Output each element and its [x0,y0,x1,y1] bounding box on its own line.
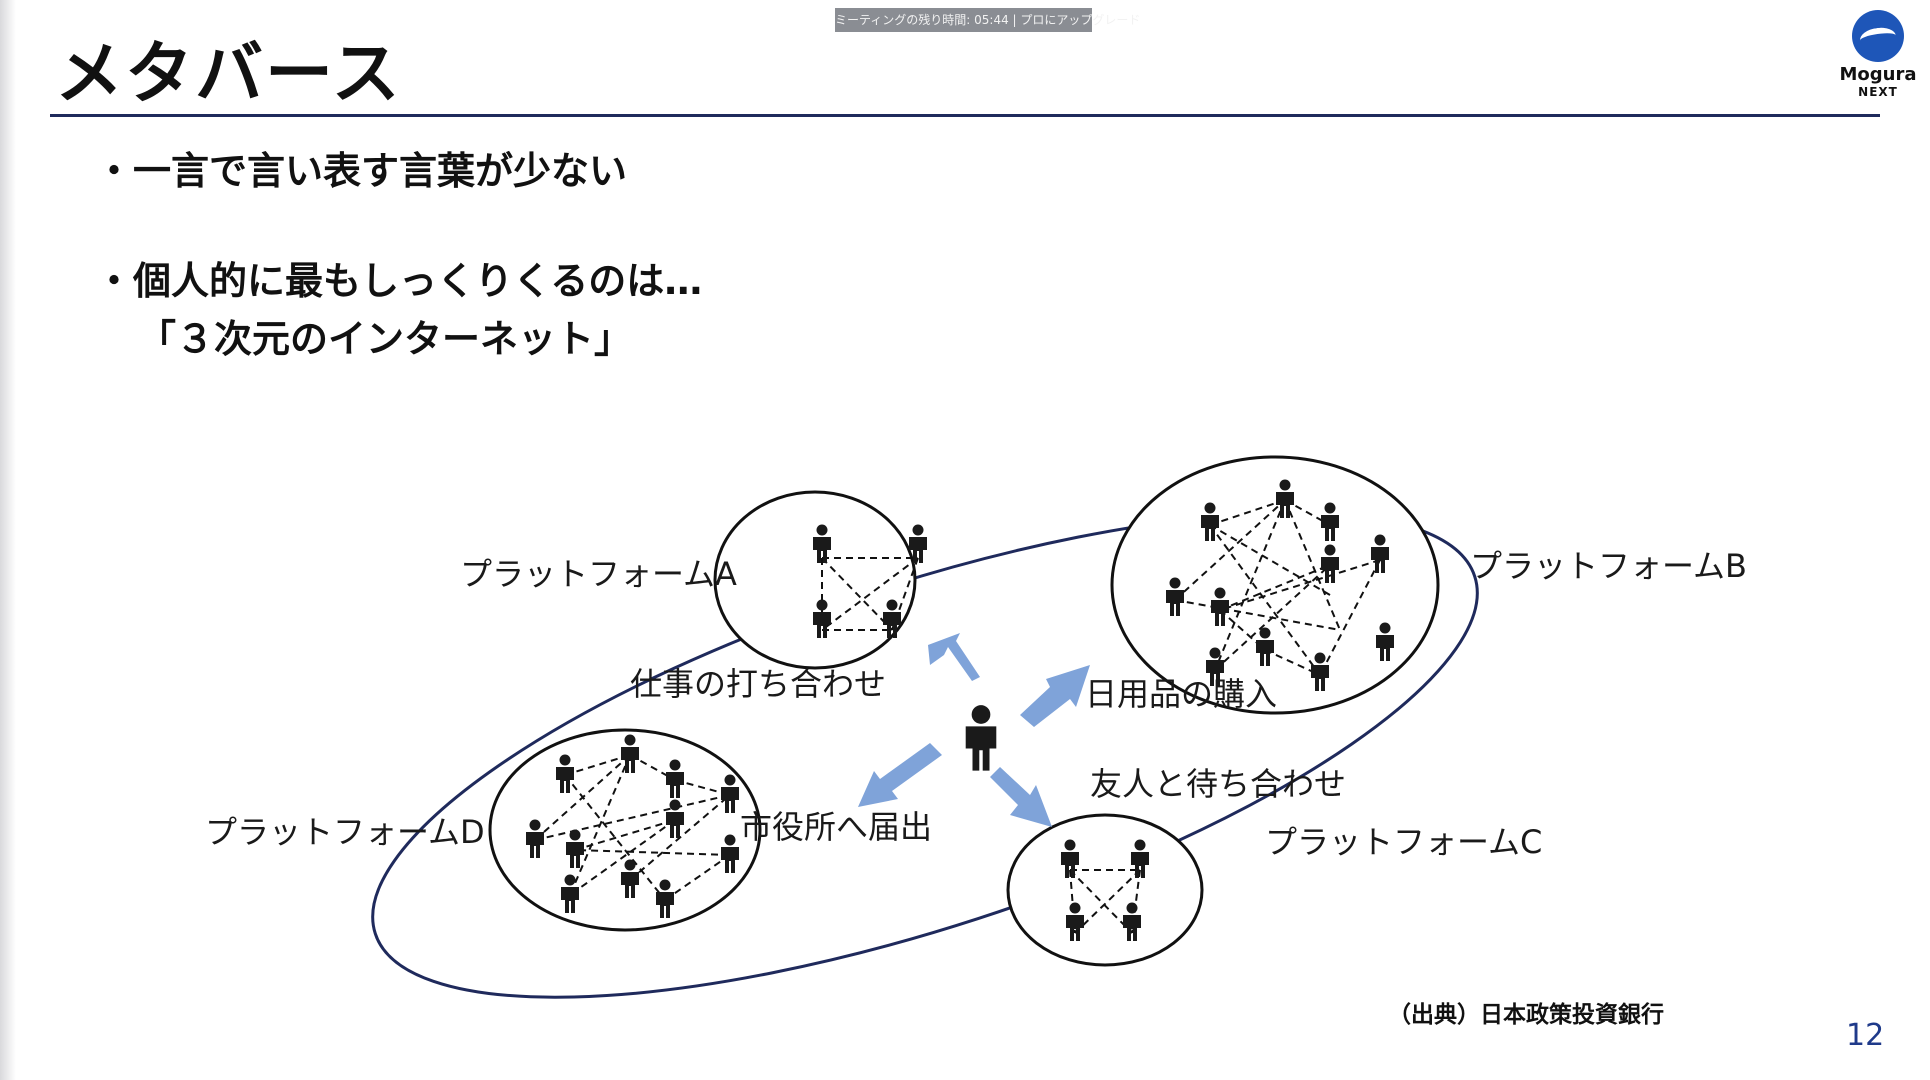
activity-friends-label: 友人と待ち合わせ [1090,765,1346,803]
logo-name: Mogura [1839,64,1917,85]
arrow-to-d [858,743,942,807]
mogura-next-logo: Mogura NEXT [1826,10,1930,99]
bullet-1: ・一言で言い表す言葉が少ない [95,149,628,193]
mogura-logo-icon [1852,10,1904,62]
person-icon [965,705,997,771]
platform-b-cluster [1110,455,1440,715]
platform-c-cluster [1006,813,1204,967]
arrow-to-c [990,767,1052,827]
platform-a-cluster [713,490,927,670]
activity-city-hall-label: 市役所へ届出 [740,808,932,846]
bullet-3: 「３次元のインターネット」 [138,317,633,361]
logo-sub: NEXT [1858,85,1898,99]
metaverse-diagram: プラットフォームA プラットフォームB プラットフォームC プラットフォームD … [205,455,1747,999]
meeting-timer-banner[interactable]: ミーティングの残り時間: 05:44 | プロにアップグレード [835,8,1140,32]
window-edge [0,0,16,1080]
activity-shopping-label: 日用品の購入 [1085,675,1277,713]
page-number: 12 [1846,1018,1885,1053]
activity-work-label: 仕事の打ち合わせ [630,665,886,703]
central-user [965,705,997,771]
arrow-to-a [928,633,980,681]
source-credit: （出典）日本政策投資銀行 [1388,1002,1664,1028]
bullet-2: ・個人的に最もしっくりくるのは… [95,259,703,303]
title-divider [50,114,1880,117]
platform-b-label: プラットフォームB [1470,547,1747,585]
slide-title: メタバース [55,35,402,114]
platform-d-label: プラットフォームD [205,813,485,851]
direction-arrows [858,633,1090,827]
platform-c-label: プラットフォームC [1265,823,1542,861]
platform-a-label: プラットフォームA [460,555,737,593]
arrow-to-b [1020,665,1090,727]
platform-d-cluster [488,728,762,932]
